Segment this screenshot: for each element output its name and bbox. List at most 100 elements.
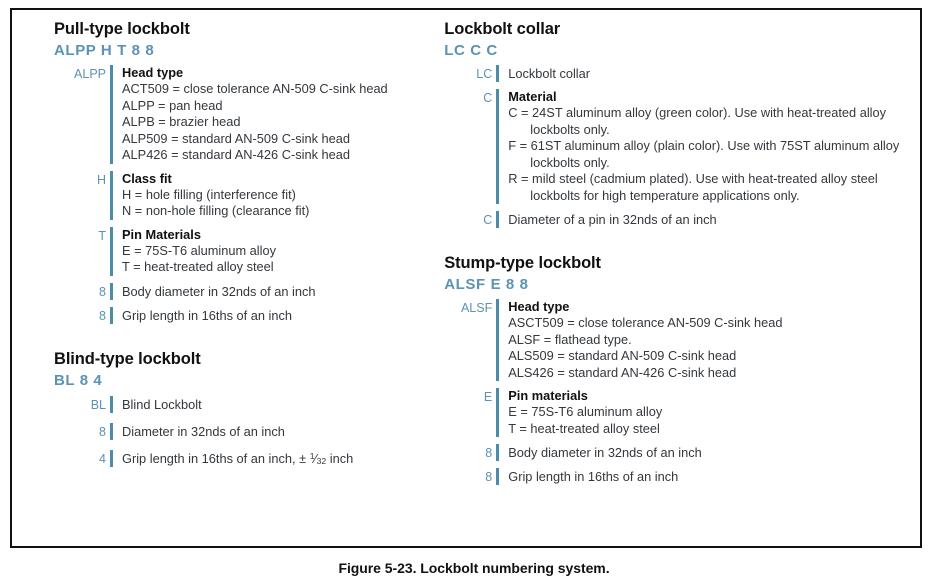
entry-8-grip-length: 8 Grip length in 16ths of an inch <box>444 468 920 485</box>
entry-bar <box>496 299 500 381</box>
entry-bar <box>110 449 113 467</box>
entry-text-suffix: inch <box>326 450 354 466</box>
entry-key: T <box>98 228 106 243</box>
figure-caption: Figure 5-23. Lockbolt numbering system. <box>338 560 610 576</box>
entry-body: Grip length in 16ths of an inch <box>508 468 920 485</box>
entry-text: Grip length in 16ths of an inch <box>122 307 293 323</box>
entry-bar <box>110 226 113 276</box>
entry-alpp-head-type: ALPP Head type ACT509 = close tolerance … <box>54 65 430 164</box>
entry-c-pin-diameter: C Diameter of a pin in 32nds of an inch <box>444 211 920 228</box>
entry-bar <box>110 306 113 324</box>
section-blind-type-lockbolt: Blind-type lockbolt BL 8 4 BL Blind Lock… <box>54 350 430 467</box>
entry-key: H <box>96 172 106 187</box>
entry-text: Blind Lockbolt <box>122 396 202 412</box>
entry-line: ACT509 = close tolerance AN-509 C-sink h… <box>122 81 388 96</box>
entry-heading: Pin materials <box>508 388 588 403</box>
entry-bar <box>110 422 113 440</box>
section-title: Lockbolt collar <box>444 20 561 38</box>
entry-body: Class fit H = hole filling (interference… <box>122 171 430 220</box>
entry-body: Lockbolt collar <box>508 65 920 82</box>
entry-line: E = 75S-T6 aluminum alloy <box>122 242 276 258</box>
entry-bar <box>110 170 113 220</box>
right-column: Lockbolt collar LC C C LC Lockbolt colla… <box>430 20 920 546</box>
entry-line: lockbolts only. <box>530 154 610 170</box>
entry-bl-blind-lockbolt: BL Blind Lockbolt <box>54 395 430 413</box>
entry-line: lockbolts only. <box>530 121 610 137</box>
entry-bar <box>496 444 500 461</box>
entry-bar <box>110 282 113 300</box>
entry-key: C <box>483 213 493 227</box>
entry-line: ASCT509 = close tolerance AN-509 C-sink … <box>508 315 783 330</box>
figure-columns: Pull-type lockbolt ALPP H T 8 8 ALPP Hea… <box>12 10 920 546</box>
entry-text: Grip length in 16ths of an inch, ± 1⁄32 … <box>122 450 430 467</box>
entry-line: C = 24ST aluminum alloy (green color). U… <box>508 105 887 120</box>
entry-body: Body diameter in 32nds of an inch <box>122 283 430 300</box>
entry-line: ALP509 = standard AN-509 C-sink head <box>122 130 351 146</box>
entry-bar <box>496 89 500 204</box>
entry-body: Head type ACT509 = close tolerance AN-50… <box>122 65 430 164</box>
entry-text: Body diameter in 32nds of an inch <box>122 283 316 299</box>
entry-heading: Class fit <box>122 170 172 186</box>
section-code: BL 8 4 <box>54 371 103 389</box>
entry-line: lockbolts for high temperature applicati… <box>530 187 800 203</box>
entry-c-material: C Material C = 24ST aluminum alloy (gree… <box>444 89 920 204</box>
entry-line: R = mild steel (cadmium plated). Use wit… <box>508 171 878 186</box>
entry-key: 8 <box>485 446 493 460</box>
entry-heading: Pin Materials <box>122 226 201 242</box>
entry-bar <box>496 65 500 82</box>
entry-line: T = heat-treated alloy steel <box>508 420 660 436</box>
entry-bar <box>496 388 500 437</box>
entry-key: 8 <box>99 424 106 439</box>
entry-bar <box>496 468 500 485</box>
entry-heading: Material <box>508 89 557 104</box>
entry-body: Grip length in 16ths of an inch, ± 1⁄32 … <box>122 450 430 467</box>
section-title: Blind-type lockbolt <box>54 349 201 368</box>
entry-text: Grip length in 16ths of an inch <box>508 469 679 484</box>
entry-body: Pin materials E = 75S-T6 aluminum alloy … <box>508 388 920 437</box>
entry-line: ALPB = brazier head <box>122 114 241 129</box>
entry-key: ALSF <box>460 301 493 315</box>
entry-key: 8 <box>99 284 106 299</box>
entry-line: N = non-hole filling (clearance fit) <box>122 203 310 218</box>
entry-bar <box>496 211 500 228</box>
entry-text: Body diameter in 32nds of an inch <box>508 445 702 460</box>
entry-8-grip-length: 8 Grip length in 16ths of an inch <box>54 306 430 324</box>
entry-key: E <box>483 390 493 404</box>
entry-body: Material C = 24ST aluminum alloy (green … <box>508 89 920 204</box>
entry-text: Diameter in 32nds of an inch <box>122 423 285 439</box>
entry-body: Diameter in 32nds of an inch <box>122 423 430 440</box>
entry-key: C <box>483 91 493 105</box>
entry-line: ALSF = flathead type. <box>508 331 632 347</box>
figure-frame: Pull-type lockbolt ALPP H T 8 8 ALPP Hea… <box>10 8 922 548</box>
entry-8-diameter: 8 Diameter in 32nds of an inch <box>54 422 430 440</box>
entry-key: 8 <box>99 308 106 323</box>
entry-line: ALPP = pan head <box>122 97 223 113</box>
entry-body: Body diameter in 32nds of an inch <box>508 444 920 461</box>
entry-key: BL <box>90 397 106 412</box>
entry-body: Pin Materials E = 75S-T6 aluminum alloy … <box>122 227 430 276</box>
entry-line: ALS509 = standard AN-509 C-sink head <box>508 348 737 363</box>
section-stump-type-lockbolt: Stump-type lockbolt ALSF E 8 8 ALSF Head… <box>444 254 920 485</box>
entry-line: T = heat-treated alloy steel <box>122 259 274 274</box>
fraction-denominator: 32 <box>316 455 327 466</box>
entry-key: LC <box>476 67 493 81</box>
fraction-one-thirtysecond: 1⁄32 <box>309 450 327 466</box>
entry-body: Diameter of a pin in 32nds of an inch <box>508 211 920 228</box>
entry-bar <box>110 65 113 164</box>
section-code: ALSF E 8 8 <box>444 276 529 293</box>
entry-line: E = 75S-T6 aluminum alloy <box>508 404 663 419</box>
entry-bar <box>110 395 113 413</box>
section-title: Stump-type lockbolt <box>444 254 601 272</box>
entry-8-body-diameter: 8 Body diameter in 32nds of an inch <box>444 444 920 461</box>
entry-text: Lockbolt collar <box>508 66 591 81</box>
entry-heading: Head type <box>508 299 570 314</box>
fraction-numerator: 1 <box>309 450 315 461</box>
section-code: ALPP H T 8 8 <box>54 42 155 59</box>
entry-e-pin-materials: E Pin materials E = 75S-T6 aluminum allo… <box>444 388 920 437</box>
entry-t-pin-materials: T Pin Materials E = 75S-T6 aluminum allo… <box>54 226 430 276</box>
entry-body: Grip length in 16ths of an inch <box>122 307 430 324</box>
entry-heading: Head type <box>122 65 184 80</box>
left-column: Pull-type lockbolt ALPP H T 8 8 ALPP Hea… <box>12 20 430 546</box>
section-lockbolt-collar: Lockbolt collar LC C C LC Lockbolt colla… <box>444 20 920 228</box>
entry-line: H = hole filling (interference fit) <box>122 186 296 202</box>
